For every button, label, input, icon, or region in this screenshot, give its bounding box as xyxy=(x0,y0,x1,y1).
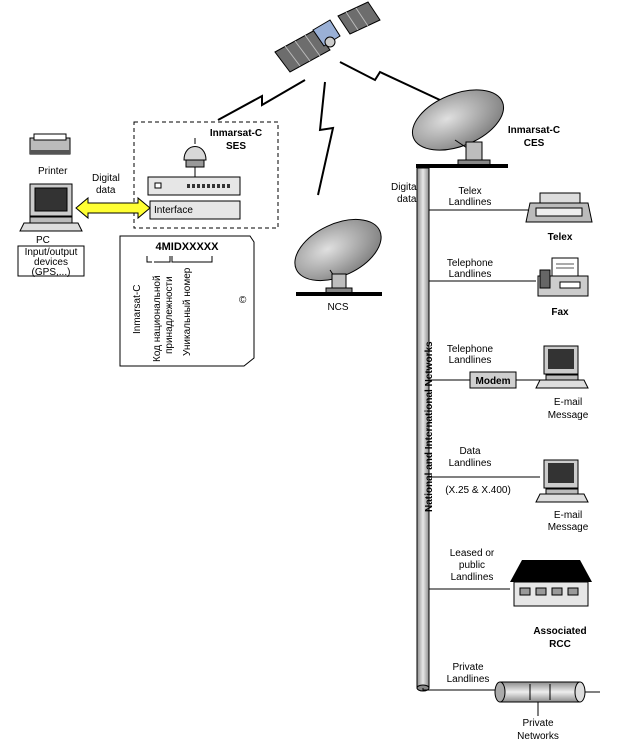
email1-landline-1: Telephone xyxy=(447,344,494,355)
email2-computer-icon xyxy=(535,459,589,503)
ses-dashed-box xyxy=(133,121,279,229)
modem-label: Modem xyxy=(476,376,511,387)
ncs-dish-icon xyxy=(294,218,382,296)
rcc-device-2: RCC xyxy=(549,639,571,650)
mobile-number-code: 4MIDXXXXX xyxy=(156,241,220,253)
io-devices-line-1: Input/output xyxy=(25,247,78,258)
email2-device-1: E-mail xyxy=(554,510,582,521)
email1-landline-2: Landlines xyxy=(449,355,492,366)
email1-device-2: Message xyxy=(548,410,589,421)
satellite-solar-panel-left xyxy=(274,29,331,73)
telex-landline-1: Telex xyxy=(458,186,481,197)
ces-title-1: Inmarsat-C xyxy=(508,125,560,136)
mobile-number-part-2b: принадлежности xyxy=(164,276,175,354)
digital-data-label-1: Digital xyxy=(92,173,120,184)
ses-antenna-icon xyxy=(183,138,207,177)
digital-data-label-2: data xyxy=(96,185,116,196)
mobile-number-brackets xyxy=(146,256,213,263)
email1-device-1: E-mail xyxy=(554,397,582,408)
ces-title-2: CES xyxy=(524,138,545,149)
rcc-building-icon xyxy=(510,560,592,607)
private-network-pipe-icon xyxy=(494,681,600,716)
mobile-number-card xyxy=(119,235,255,367)
io-devices-line-3: (GPS,...) xyxy=(32,267,71,278)
satellite-body xyxy=(312,19,341,48)
private-device-1: Private xyxy=(522,718,554,729)
io-devices-line-2: devices xyxy=(34,257,68,268)
telex-machine-icon xyxy=(525,192,593,223)
ses-interface-box xyxy=(149,200,241,220)
rcc-landline-3: Landlines xyxy=(451,572,494,583)
fax-device-label: Fax xyxy=(551,307,569,318)
radio-link-ces xyxy=(339,61,441,101)
email2-protocol: (X.25 & X.400) xyxy=(445,485,511,496)
network-trunk-label: National and International Networks xyxy=(424,341,435,512)
pc-computer-icon xyxy=(19,183,83,232)
email1-computer-icon xyxy=(535,345,589,389)
email2-landline-1: Data xyxy=(459,446,481,457)
ses-title-1: Inmarsat-C xyxy=(210,128,262,139)
mobile-number-part-1: Inmarsat-C xyxy=(132,285,143,334)
ces-dish-icon xyxy=(411,89,508,168)
ncs-label: NCS xyxy=(327,302,348,313)
ces-digital-label-1: Digital xyxy=(391,182,419,193)
telex-landline-2: Landlines xyxy=(449,197,492,208)
rcc-landline-1: Leased or xyxy=(450,548,495,559)
satellite xyxy=(274,1,381,73)
ses-transceiver-icon xyxy=(147,176,241,196)
radio-link-ses xyxy=(217,79,306,121)
fax-machine-icon xyxy=(537,257,589,297)
rcc-landline-2: public xyxy=(459,560,485,571)
copyright-mark: © xyxy=(239,295,247,306)
private-line xyxy=(422,688,500,691)
ses-interface-label: Interface xyxy=(154,205,193,216)
mobile-number-part-3: Уникальный номер xyxy=(182,267,193,356)
printer-label: Printer xyxy=(38,166,68,177)
fax-landline-2: Landlines xyxy=(449,269,492,280)
fax-landline-1: Telephone xyxy=(447,258,494,269)
printer-icon xyxy=(29,133,71,155)
io-devices-box xyxy=(17,245,85,277)
ces-digital-label-2: data xyxy=(397,194,417,205)
telex-device-label: Telex xyxy=(548,232,573,243)
email2-landline-2: Landlines xyxy=(449,458,492,469)
private-landline-1: Private xyxy=(452,662,484,673)
email2-device-2: Message xyxy=(548,522,589,533)
rcc-device-1: Associated xyxy=(533,626,586,637)
satellite-solar-panel-right xyxy=(337,1,381,35)
ses-title-2: SES xyxy=(226,141,246,152)
radio-link-ncs xyxy=(317,81,335,196)
pc-label: PC xyxy=(36,235,50,246)
digital-data-arrow-icon xyxy=(75,196,151,220)
private-device-2: Networks xyxy=(517,731,559,742)
private-landline-2: Landlines xyxy=(447,674,490,685)
modem-box xyxy=(469,371,517,389)
mobile-number-part-2a: Код национальной xyxy=(152,275,163,362)
